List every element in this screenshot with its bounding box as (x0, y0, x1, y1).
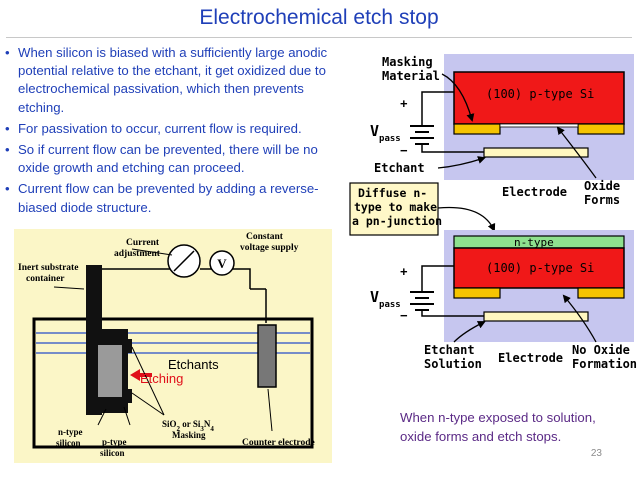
constant-voltage-label: Constant (246, 232, 284, 242)
ptype-si-block-bottom (453, 247, 625, 289)
pointer-etchant-solution (453, 321, 486, 343)
ptype-silicon-label: p-type (102, 437, 127, 447)
pointer-masking (441, 73, 475, 122)
masking-label: Masking (172, 430, 206, 440)
mask-bottom (122, 389, 132, 403)
current-adjustment-label: adjustment (114, 249, 161, 259)
diffuse-note-text: Diffuse n- (358, 186, 427, 200)
meter-symbol: V (217, 256, 227, 271)
pointer-no-oxide (562, 294, 597, 343)
caption-line: oxide forms and etch stops. (400, 429, 562, 444)
masking-material-label: Material (382, 69, 440, 83)
mask-top (122, 339, 132, 353)
bottom-wire-negative (421, 310, 484, 317)
electrode-top (483, 147, 589, 158)
si-label-bottom: (100) p-type Si (486, 261, 594, 275)
pointer-oxide (556, 126, 597, 179)
page-number: 23 (590, 448, 602, 459)
diffuse-note-box (349, 182, 439, 236)
etchants-label: Etchants (168, 357, 219, 372)
masking-material-label: Masking (382, 55, 433, 69)
top-wire-negative (421, 144, 484, 153)
mask-left (453, 123, 501, 135)
masking-label: SiO2 or Si3N4 (162, 419, 214, 433)
oxide-layer (499, 123, 579, 128)
bullet-list: When silicon is biased with a sufficient… (4, 44, 344, 220)
mask-left-bottom (453, 287, 501, 299)
counter-electrode-label: Counter electrode (242, 438, 315, 448)
bullet-item: So if current flow can be prevented, the… (4, 141, 344, 177)
pointer-lines (53, 248, 273, 432)
electrode-bottom (483, 311, 589, 322)
plus-sign: + (400, 96, 408, 111)
ptype-silicon (98, 345, 122, 397)
minus-sign: − (400, 308, 408, 323)
etch-apparatus-figure: V Current adjustment Constant voltage su… (14, 229, 332, 463)
top-wire-positive (421, 91, 454, 126)
plus-sign: + (400, 264, 408, 279)
pointer-etchant (437, 156, 486, 169)
etching-arrow-icon (130, 369, 152, 381)
diffuse-note-text: a pn-junction (352, 214, 442, 228)
etch-stop-diagrams: (100) p-type Si + − Vpass Masking Materi… (349, 54, 637, 371)
constant-voltage-label: voltage supply (240, 243, 299, 253)
electrode-label-bottom: Electrode (498, 351, 563, 365)
ntype-label: n-type (514, 236, 554, 249)
counter-electrode (257, 324, 277, 388)
voltage-meter-icon (209, 250, 235, 276)
title-divider (6, 37, 632, 38)
vpass-label: Vpass (370, 288, 401, 310)
electrode-label: Electrode (502, 185, 567, 199)
oxide-forms-label: Oxide (584, 179, 620, 193)
etchant-solution-label: Solution (424, 357, 482, 371)
ntype-silicon-label: n-type (58, 427, 83, 437)
bullet-item: For passivation to occur, current flow i… (4, 120, 344, 138)
bottom-wire-positive (421, 265, 454, 292)
oxide-forms-label: Forms (584, 193, 620, 207)
caption: When n-type exposed to solution, oxide f… (400, 408, 636, 446)
diffuse-note-text: type to make (354, 200, 437, 214)
no-oxide-label: No Oxide (572, 343, 630, 357)
etchant-label: Etchant (374, 161, 425, 175)
vpass-label: Vpass (370, 122, 401, 144)
tank (32, 317, 314, 449)
pointer-diffuse (437, 206, 496, 232)
si-label: (100) p-type Si (486, 87, 594, 101)
bullet-item: When silicon is biased with a sufficient… (4, 44, 344, 117)
slide-title: Electrochemical etch stop (199, 6, 439, 29)
etchant-solution-label: Etchant (424, 343, 475, 357)
no-oxide-label: Formation (572, 357, 637, 371)
etching-label: Etching (140, 371, 183, 386)
ptype-si-block (453, 71, 625, 125)
minus-sign: − (400, 143, 408, 158)
dial-needle (173, 250, 195, 272)
mask-right (577, 123, 625, 135)
caption-line: When n-type exposed to solution, (400, 410, 596, 425)
current-adjustment-label: Current (126, 238, 160, 248)
ptype-silicon-label: silicon (100, 448, 125, 458)
inert-container-label: Inert substrate (18, 263, 78, 273)
inert-container-label: container (26, 274, 65, 284)
mask-right-bottom (577, 287, 625, 299)
ntype-silicon-label: silicon (56, 438, 81, 448)
bullet-item: Current flow can be prevented by adding … (4, 180, 344, 216)
